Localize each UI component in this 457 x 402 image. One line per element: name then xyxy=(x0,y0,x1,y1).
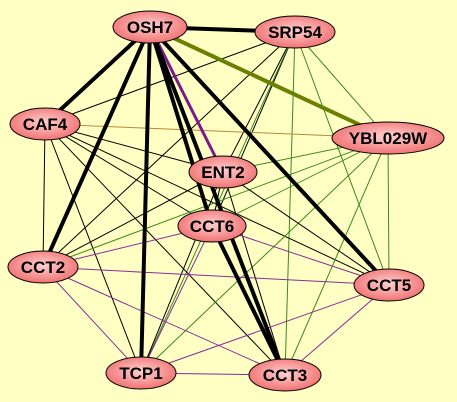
node-shape xyxy=(177,209,247,243)
edge-ent2-cct5 xyxy=(222,171,390,286)
node-caf4[interactable]: CAF4 xyxy=(9,107,81,141)
edge-srp54-ent2 xyxy=(222,31,296,173)
edge-ybl029w-cct6 xyxy=(211,137,389,227)
node-cct2[interactable]: CCT2 xyxy=(7,250,79,284)
edge-cct6-cct3 xyxy=(210,224,287,377)
node-label: CCT3 xyxy=(263,366,307,385)
edge-caf4-cct2 xyxy=(42,123,46,268)
node-ent2[interactable]: ENT2 xyxy=(188,155,258,189)
node-label: OSH7 xyxy=(127,18,173,37)
node-osh7[interactable]: OSH7 xyxy=(112,10,188,44)
node-cct5[interactable]: CCT5 xyxy=(353,268,425,302)
node-shape xyxy=(105,356,177,390)
edge-caf4-cct3 xyxy=(44,123,286,376)
edge-srp54-cct3 xyxy=(284,31,296,376)
edge-ybl029w-cct2 xyxy=(42,137,389,268)
edge-ybl029w-cct5 xyxy=(387,137,390,286)
node-srp54[interactable]: SRP54 xyxy=(254,15,336,49)
node-shape xyxy=(9,107,81,141)
edge-osh7-cct5 xyxy=(148,25,391,287)
node-label: ENT2 xyxy=(201,163,244,182)
edge-srp54-ybl029w xyxy=(294,31,389,139)
node-shape xyxy=(254,15,336,49)
node-cct6[interactable]: CCT6 xyxy=(177,209,247,243)
edge-osh7-ybl029w xyxy=(148,25,390,140)
edge-cct6-tcp1 xyxy=(140,225,213,374)
edge-cct6-cct5 xyxy=(211,225,390,286)
node-label: SRP54 xyxy=(268,23,322,42)
edge-osh7-cct3 xyxy=(148,25,287,377)
edge-osh7-caf4 xyxy=(43,25,152,126)
node-shape xyxy=(112,10,188,44)
edge-osh7-ent2 xyxy=(148,25,225,174)
edge-cct5-cct3 xyxy=(284,284,390,376)
node-cct3[interactable]: CCT3 xyxy=(248,358,322,392)
edge-osh7-tcp1 xyxy=(139,25,152,375)
node-label: YBL029W xyxy=(349,129,428,148)
edge-srp54-cct5 xyxy=(294,31,390,286)
node-shape xyxy=(7,250,79,284)
edge-osh7-cct2 xyxy=(41,25,152,269)
edge-ybl029w-tcp1 xyxy=(140,137,389,374)
node-shape xyxy=(248,358,322,392)
edge-ent2-cct3 xyxy=(222,171,286,376)
edge-cct5-tcp1 xyxy=(140,284,390,374)
edge-osh7-cct6 xyxy=(148,25,214,228)
node-tcp1[interactable]: TCP1 xyxy=(105,356,177,390)
edge-cct2-tcp1 xyxy=(42,266,142,374)
node-shape xyxy=(188,155,258,189)
edge-cct2-cct5 xyxy=(42,266,390,286)
node-label: CCT5 xyxy=(367,276,411,295)
edge-ent2-cct2 xyxy=(42,171,224,268)
edge-srp54-cct6 xyxy=(211,31,296,227)
node-label: CAF4 xyxy=(23,115,68,134)
node-label: TCP1 xyxy=(119,364,162,383)
node-label: CCT2 xyxy=(21,258,65,277)
node-shape xyxy=(353,268,425,302)
node-ybl029w[interactable]: YBL029W xyxy=(331,121,445,155)
node-shape xyxy=(331,121,445,155)
edge-cct2-cct3 xyxy=(42,266,286,376)
node-label: CCT6 xyxy=(190,217,234,236)
edge-ybl029w-cct3 xyxy=(284,137,389,376)
edge-ent2-tcp1 xyxy=(140,171,224,374)
edges-layer xyxy=(41,25,391,377)
edge-caf4-ybl029w xyxy=(44,123,389,139)
edge-caf4-cct6 xyxy=(44,123,213,227)
